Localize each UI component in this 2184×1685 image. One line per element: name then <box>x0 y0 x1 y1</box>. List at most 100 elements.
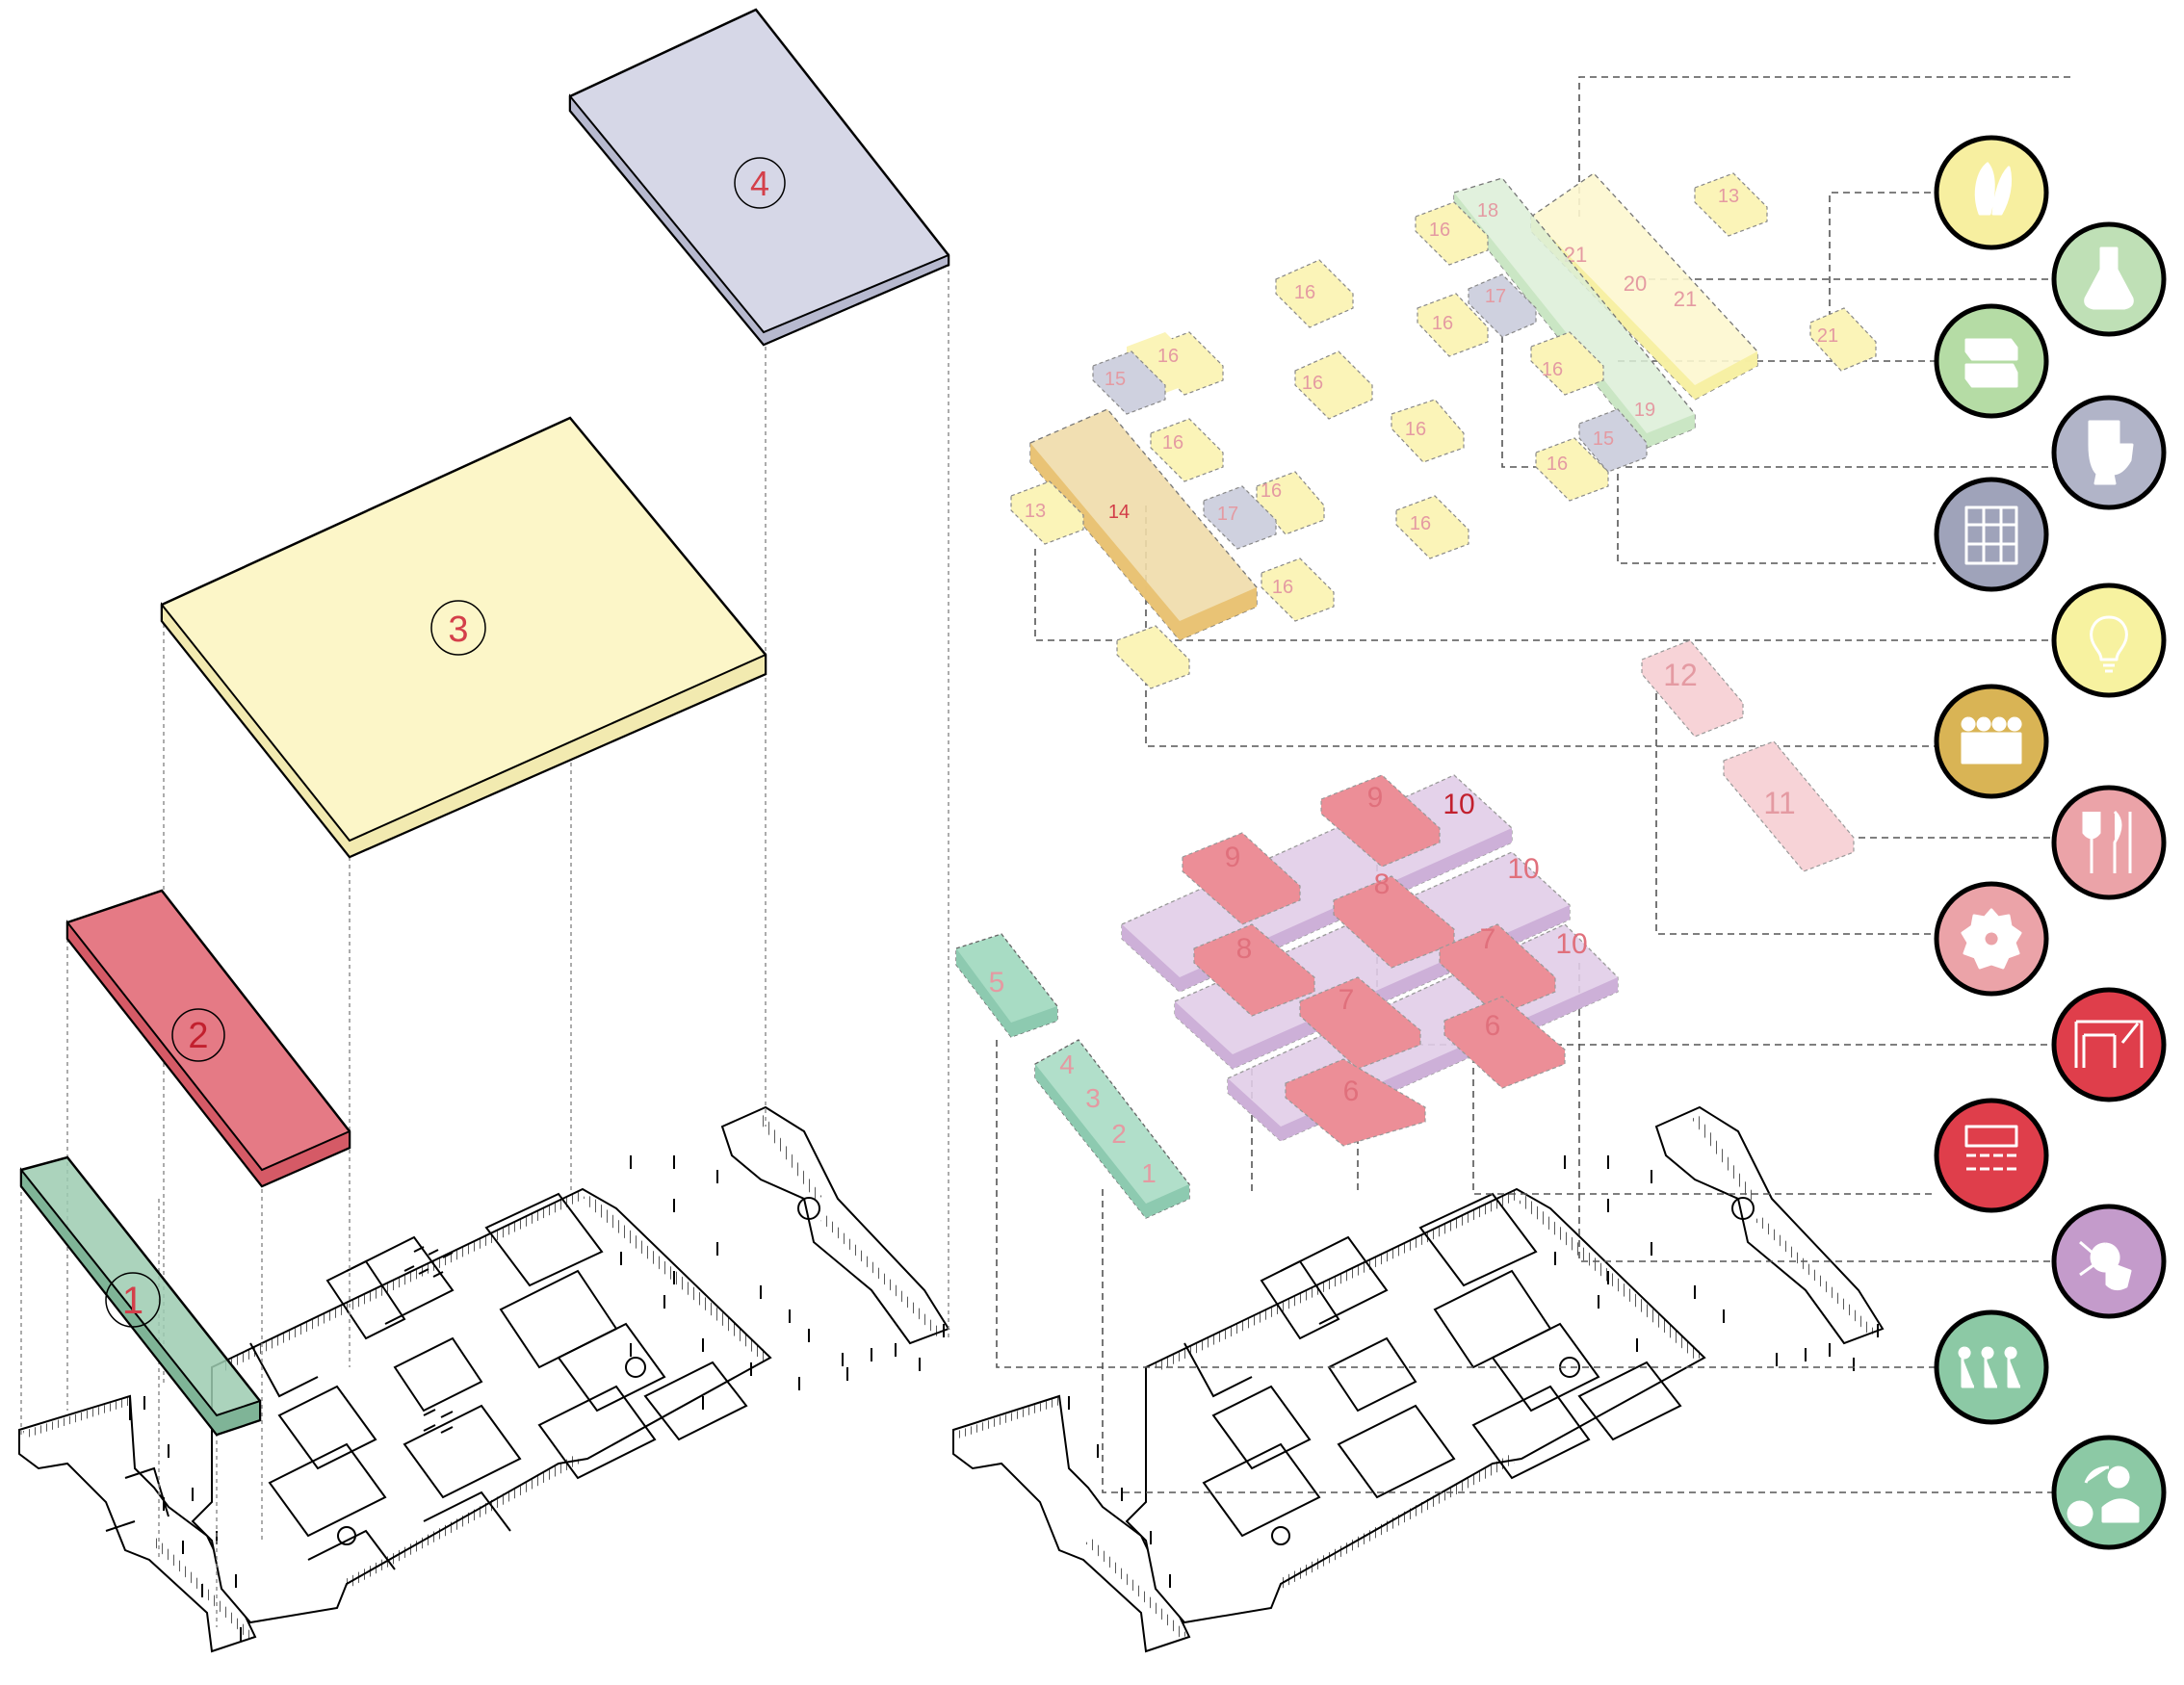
tile-label-16f: 16 <box>1162 432 1183 454</box>
block-label-8b: 8 <box>1236 933 1253 965</box>
tile-label-16h: 16 <box>1261 480 1282 502</box>
block-label-8a: 8 <box>1374 868 1391 900</box>
block-label-14: 14 <box>1108 502 1130 523</box>
legend-circle <box>1934 1309 2049 1425</box>
tile-label-16g: 16 <box>1405 419 1426 440</box>
group-icon-glyph <box>1961 716 2022 765</box>
block-label-18: 18 <box>1477 200 1498 221</box>
block-label-20: 20 <box>1624 272 1647 296</box>
right-floor-plan <box>952 1105 1885 1653</box>
tile-label-13a: 13 <box>1025 501 1046 522</box>
books-icon <box>1934 303 2049 419</box>
block-label-10b: 10 <box>1507 853 1539 885</box>
shelves-icon-glyph <box>1964 506 2018 565</box>
desk-icon <box>2051 987 2167 1102</box>
tile-label-16j: 16 <box>1272 577 1293 598</box>
block-label-10c: 10 <box>1555 928 1587 960</box>
block-label-3: 3 <box>1085 1083 1101 1113</box>
small-tile-labels: 16 16 16 16 16 16 16 16 16 16 16 16 13 1… <box>1025 186 1838 598</box>
legend-circle <box>1934 881 2049 997</box>
tile-label-16d: 16 <box>1302 373 1323 394</box>
teal-block-5: 5 <box>955 933 1058 1038</box>
touch-icon <box>2051 1204 2167 1319</box>
volume-2-label: 2 <box>188 1016 208 1056</box>
block-label-9b: 9 <box>1367 782 1384 814</box>
red-blocks <box>1182 774 1566 1147</box>
legend-circle <box>2051 785 2167 900</box>
block-label-4: 4 <box>1059 1050 1075 1079</box>
left-floor-plan <box>18 1105 950 1653</box>
block-label-7b: 7 <box>1339 984 1355 1016</box>
corn-icon-glyph <box>1974 162 2013 216</box>
tile-label-16k: 16 <box>1542 359 1563 380</box>
tile-label-16i: 16 <box>1410 513 1431 534</box>
legend-circle <box>1934 303 2049 419</box>
volume-4-label: 4 <box>750 164 769 203</box>
block-label-11: 11 <box>1763 786 1795 820</box>
tile-label-16e: 16 <box>1157 346 1179 367</box>
volume-4: 4 <box>568 8 950 347</box>
large-orange-block-14: 14 <box>1029 408 1258 641</box>
shelves-icon <box>1934 477 2049 592</box>
flask-icon-glyph <box>2084 246 2134 310</box>
toilet-icon <box>2051 395 2167 510</box>
legend-circle <box>2051 583 2167 698</box>
block-label-1: 1 <box>1141 1158 1157 1188</box>
tile-label-16b: 16 <box>1429 220 1450 241</box>
tile-label-16l: 16 <box>1547 454 1568 475</box>
tile-label-17b: 17 <box>1485 286 1506 307</box>
desk-icon-glyph <box>2074 1020 2144 1068</box>
volume-3-label: 3 <box>448 609 468 650</box>
purple-bar-middle <box>1174 851 1571 1070</box>
block-label-2: 2 <box>1111 1119 1127 1149</box>
legend-circle <box>1934 477 2049 592</box>
pink-block-12: 12 <box>1641 639 1744 738</box>
small-tiles <box>1010 172 1877 689</box>
teal-block-1-4: 4 3 2 1 <box>1034 1039 1190 1219</box>
block-label-21b: 21 <box>1674 287 1697 311</box>
admin-icon <box>2051 1435 2167 1550</box>
gear-icon <box>1934 881 2049 997</box>
tile-label-16c: 16 <box>1432 313 1453 334</box>
block-label-7a: 7 <box>1480 923 1496 955</box>
volume-2: 2 <box>65 889 351 1188</box>
block-label-10a: 10 <box>1443 789 1474 820</box>
tile-label-15b: 15 <box>1593 428 1614 450</box>
red-purple-labels: 9 9 10 10 10 8 8 7 7 6 6 <box>1225 782 1588 1107</box>
tile-label-15a: 15 <box>1105 369 1126 390</box>
auditorium-icon-glyph <box>1964 1125 2018 1171</box>
block-label-5: 5 <box>989 967 1005 998</box>
corn-icon <box>1934 135 2049 250</box>
block-label-19: 19 <box>1634 400 1655 421</box>
lightbulb-icon-glyph <box>2090 615 2128 673</box>
toilet-icon-glyph <box>2088 420 2134 485</box>
books-icon-glyph <box>1964 338 2018 388</box>
flask-icon <box>2051 221 2167 337</box>
volume-1: 1 <box>19 1155 262 1437</box>
volume-1-label: 1 <box>122 1280 143 1322</box>
legend-circle <box>1934 1098 2049 1213</box>
cutlery-icon-glyph <box>2082 810 2132 873</box>
pink-block-11: 11 <box>1723 740 1855 872</box>
cutlery-icon <box>2051 785 2167 900</box>
volume-3: 3 <box>160 416 767 859</box>
block-label-9a: 9 <box>1225 842 1241 873</box>
tile-label-21c: 21 <box>1817 325 1838 347</box>
block-label-6b: 6 <box>1343 1076 1360 1107</box>
auditorium-icon <box>1934 1098 2049 1213</box>
waiting-room-icon <box>1934 1309 2049 1425</box>
gear-icon-glyph <box>1961 908 2022 970</box>
admin-icon-glyph <box>2067 1465 2140 1527</box>
group-icon <box>1934 684 2049 799</box>
lightbulb-icon <box>2051 583 2167 698</box>
legend-circle <box>2051 987 2167 1102</box>
tile-label-17a: 17 <box>1217 504 1238 525</box>
tile-label-13b: 13 <box>1718 186 1739 207</box>
touch-icon-glyph <box>2079 1240 2132 1291</box>
legend <box>1934 135 2167 1550</box>
block-label-12: 12 <box>1663 658 1698 692</box>
tile-label-16a: 16 <box>1294 282 1315 303</box>
legend-circle <box>2051 1435 2167 1550</box>
waiting-room-icon-glyph <box>1958 1346 2020 1388</box>
